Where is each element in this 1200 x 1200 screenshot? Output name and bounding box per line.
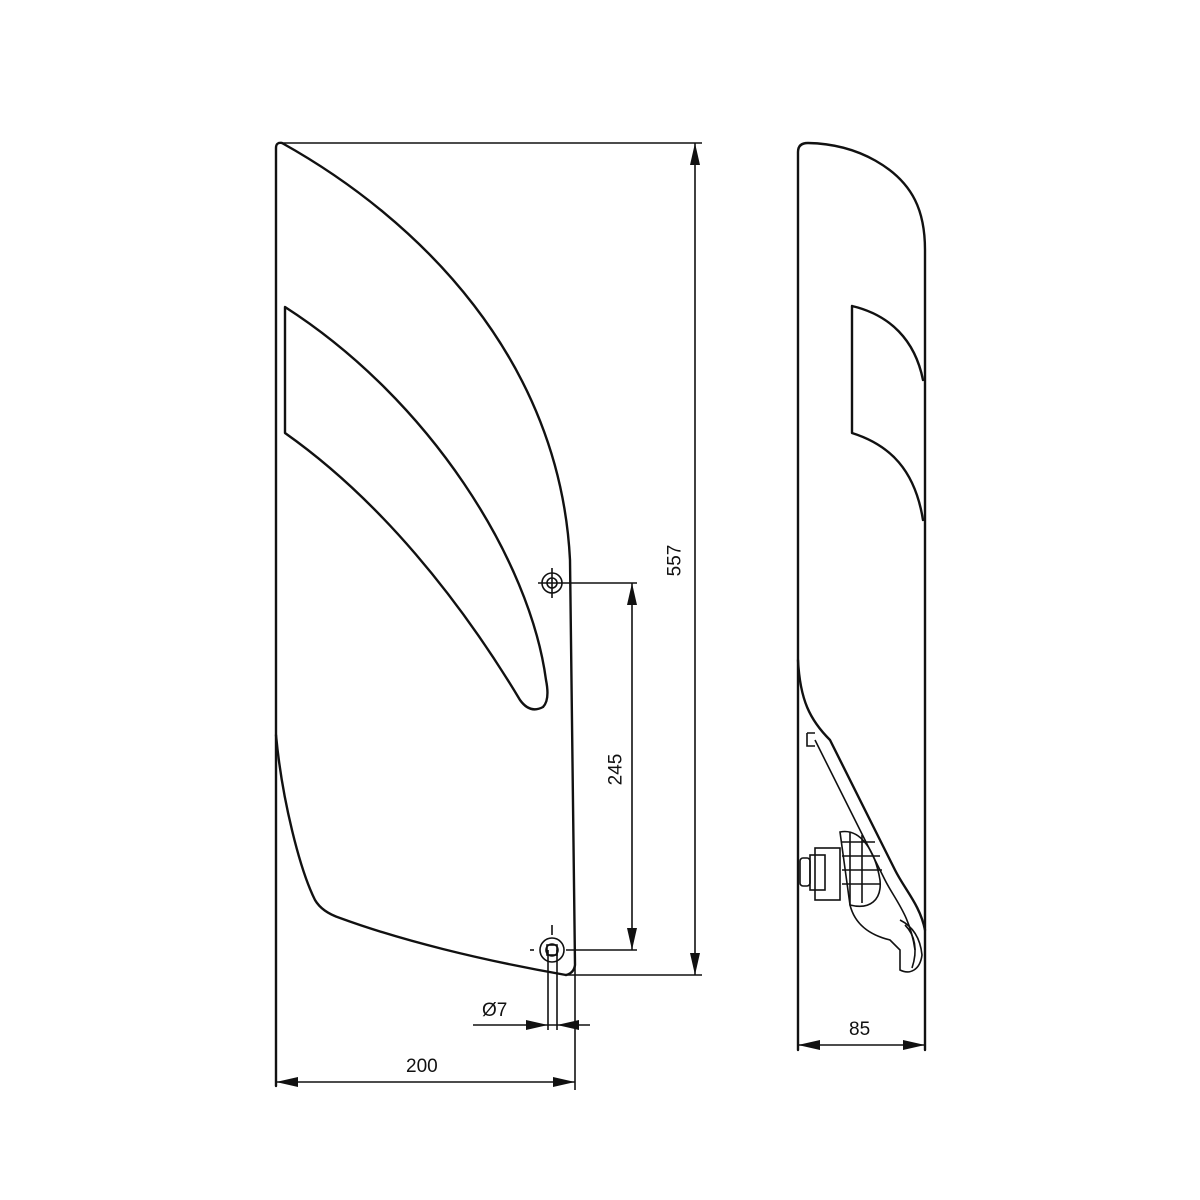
side-front-slope: [796, 658, 927, 932]
dimension-hole-diameter: [473, 1020, 590, 1030]
dimension-85-label: 85: [849, 1019, 871, 1040]
top-mounting-hole: [538, 568, 566, 598]
side-view: [796, 141, 927, 1052]
dimension-245-label: 245: [605, 753, 627, 786]
dimension-200: [276, 1077, 575, 1087]
dimension-557-label: 557: [664, 544, 686, 577]
dimension-200-label: 200: [406, 1056, 438, 1077]
front-left-edge: [274, 141, 284, 1088]
bottom-mounting-hole: [530, 925, 565, 963]
dimension-85: [798, 1040, 925, 1050]
dimension-hole-diameter-label: Ø7: [482, 1000, 508, 1021]
front-outer-curve: [280, 141, 577, 977]
side-recess: [850, 304, 925, 522]
side-motor-detail: [799, 830, 923, 973]
front-bottom-curve: [274, 733, 568, 977]
dimension-557: [566, 143, 702, 976]
side-bracket-tab: [806, 732, 815, 747]
front-window-recess: [283, 305, 549, 711]
side-front-slope-inner: [814, 739, 916, 951]
front-view: [274, 141, 702, 1090]
dimension-245: [566, 582, 637, 951]
side-outer-profile: [796, 141, 927, 1052]
